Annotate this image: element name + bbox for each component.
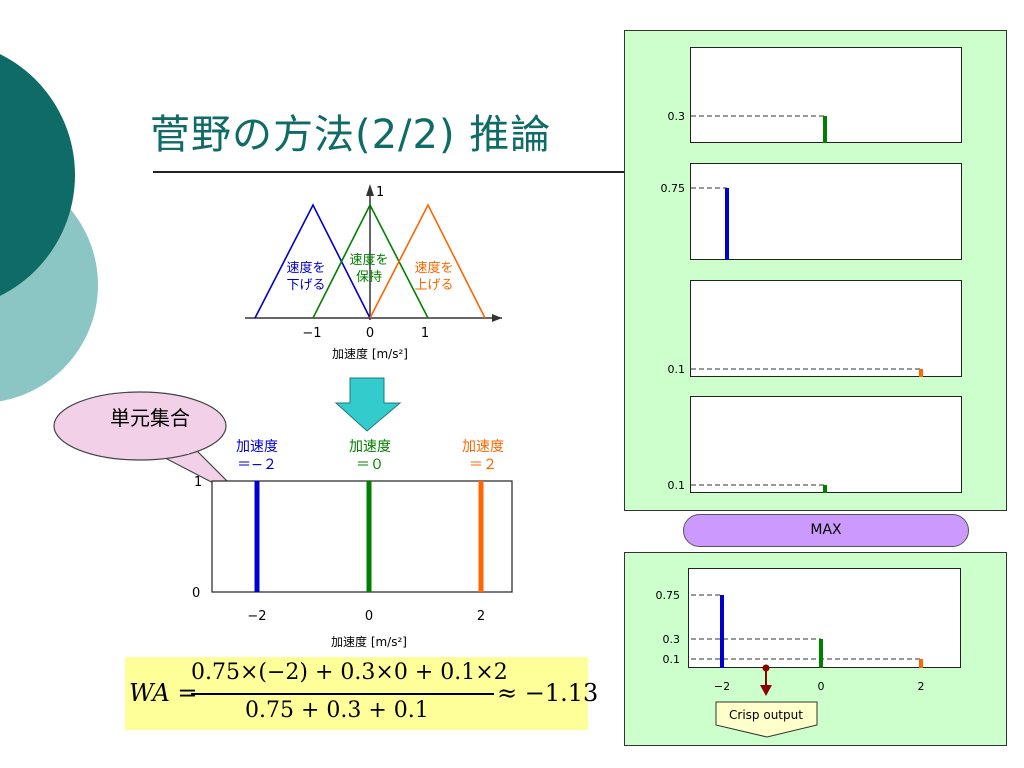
x-axis-arrow — [492, 314, 502, 322]
tick-label: −2 — [714, 680, 730, 693]
down-arrow — [334, 377, 402, 432]
set-label: 速度を — [414, 260, 453, 276]
rule-1-graphic: 0.3 — [668, 110, 827, 143]
level-label: 0.3 — [663, 633, 681, 646]
singleton-label-pos2: 加速度 ＝２ — [438, 438, 528, 474]
rule-4-graphic: 0.1 — [668, 479, 827, 493]
result-graphic: 0.75 0.3 0.1 −2 0 2 — [656, 589, 925, 696]
y-bottom-label: 0 — [192, 586, 200, 601]
singleton-chart: 1 0 −2 0 2 加速度 [m/s²] — [192, 475, 513, 649]
x-axis-label: 加速度 [m/s²] — [332, 346, 408, 361]
peak-label: 1 — [376, 185, 384, 200]
result-box — [688, 568, 961, 668]
y-top-label: 1 — [194, 475, 202, 490]
fraction-bar — [191, 693, 494, 695]
level-label: 0.75 — [656, 589, 681, 602]
singleton-label-line: 加速度 — [462, 439, 504, 455]
rule-box-3 — [690, 280, 962, 377]
tick-label: 2 — [918, 680, 925, 693]
singleton-label-line: 加速度 — [349, 439, 391, 455]
tick-label: −1 — [302, 326, 321, 341]
level-label: 0.75 — [661, 182, 686, 195]
singleton-label-zero: 加速度 ＝０ — [325, 438, 415, 474]
singleton-label-line: ＝２ — [469, 457, 497, 473]
set-decrease-triangle — [254, 203, 371, 319]
title-divider — [153, 171, 628, 173]
tick-label: 1 — [421, 326, 429, 341]
rule-box-2 — [690, 163, 962, 260]
singleton-label-line: ＝−２ — [237, 457, 277, 473]
level-label: 0.3 — [668, 110, 686, 123]
speech-bubble — [53, 391, 246, 501]
crisp-output-callout — [715, 701, 818, 738]
dark-circle — [0, 54, 75, 296]
set-label: 上げる — [414, 278, 453, 293]
set-label: 保持 — [356, 270, 382, 285]
singleton-frame — [211, 480, 513, 593]
background-circles — [0, 54, 98, 402]
singleton-label-line: ＝０ — [356, 457, 384, 473]
tick-label: −2 — [247, 609, 266, 624]
set-hold-triangle — [312, 203, 429, 319]
x-axis-label: 加速度 [m/s²] — [331, 634, 407, 649]
formula-rhs: ≈ −1.13 — [497, 679, 599, 707]
tick-label: 0 — [365, 609, 373, 624]
y-axis-arrow — [366, 184, 374, 196]
slide-title: 菅野の方法(2/2) 推論 — [150, 112, 552, 158]
rule-2-graphic: 0.75 — [661, 182, 729, 260]
set-increase-triangle — [369, 203, 486, 319]
level-label: 0.1 — [668, 363, 686, 376]
tick-label: 0 — [818, 680, 825, 693]
tick-label: 2 — [477, 609, 485, 624]
formula-numerator: 0.75×(−2) + 0.3×0 + 0.1×2 — [191, 660, 508, 685]
speech-bubble-label: 単元集合 — [110, 406, 190, 430]
level-label: 0.1 — [663, 653, 681, 666]
set-label: 速度を — [286, 260, 325, 276]
rule-3-graphic: 0.1 — [668, 363, 923, 377]
formula-lhs: WA = — [129, 679, 198, 707]
rule-box-4 — [690, 396, 962, 493]
crisp-output-label: Crisp output — [729, 708, 803, 722]
set-label: 速度を — [349, 252, 388, 268]
formula-denominator: 0.75 + 0.3 + 0.1 — [245, 698, 429, 723]
max-operator: MAX — [683, 514, 969, 547]
tick-label: 0 — [366, 326, 374, 341]
membership-diagram: 1 −1 0 1 加速度 [m/s²] 速度を 下げる 速度を 保持 速度を 上… — [245, 184, 502, 361]
singleton-label-neg2: 加速度 ＝−２ — [212, 438, 302, 474]
singleton-label-line: 加速度 — [236, 439, 278, 455]
level-label: 0.1 — [668, 479, 686, 492]
weighted-average-formula: WA = 0.75×(−2) + 0.3×0 + 0.1×2 0.75 + 0.… — [125, 657, 598, 730]
set-label: 下げる — [286, 278, 325, 293]
crisp-arrow-head — [760, 685, 772, 696]
